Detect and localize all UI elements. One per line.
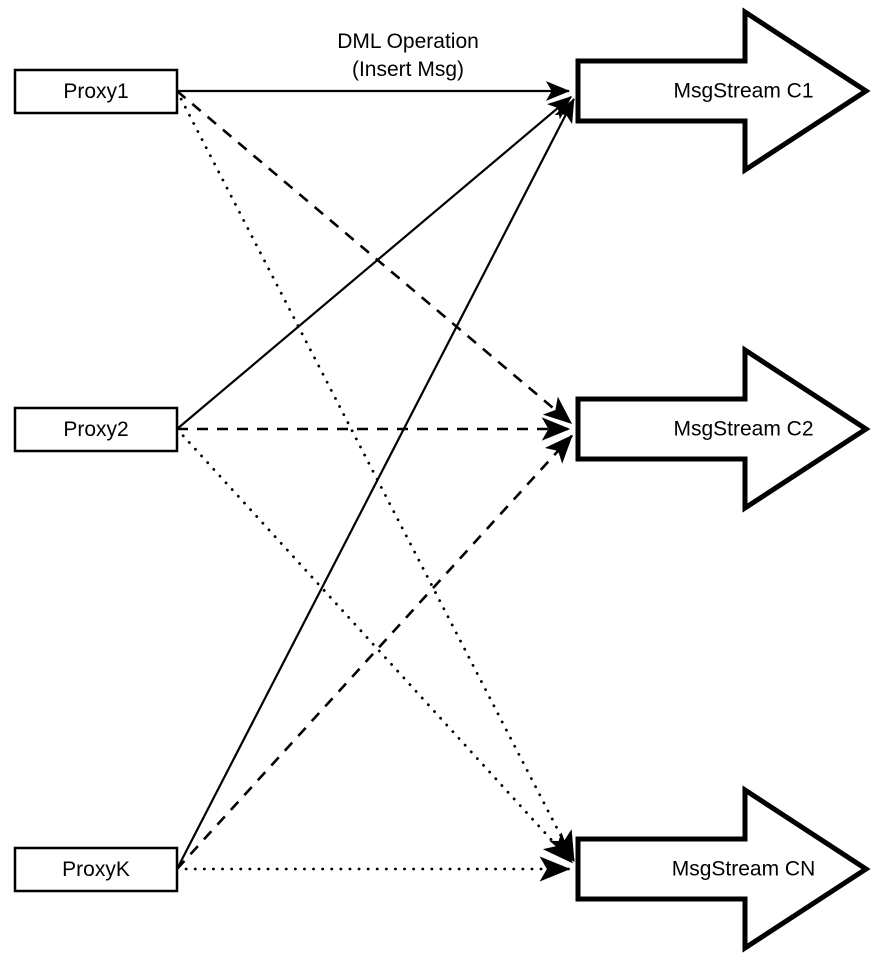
msgstream-label-c1: MsgStream C1 (673, 80, 813, 103)
proxy-label-proxy1: Proxy1 (63, 80, 128, 103)
msgstream-arrow-cn: MsgStream CN (575, 785, 871, 953)
msgstream-label-c2: MsgStream C2 (673, 418, 813, 441)
connection-proxy2-c1 (176, 95, 572, 430)
connection-proxy1-c2 (176, 90, 573, 425)
proxy-label-proxy2: Proxy2 (63, 418, 128, 441)
connection-proxy1-cn (175, 89, 576, 863)
proxy-node-proxy1[interactable]: Proxy1 (13, 68, 179, 115)
connection-edges (175, 81, 576, 882)
proxy-box-shape-proxy2[interactable] (13, 406, 179, 453)
proxy-node-proxyK[interactable]: ProxyK (13, 846, 179, 893)
proxy-node-proxy2[interactable]: Proxy2 (13, 406, 179, 453)
connection-proxyK-c2 (176, 434, 573, 870)
dml-operation-label-line1: DML Operation (337, 30, 479, 53)
proxy-box-shape-proxy1[interactable] (13, 68, 179, 115)
msgstream-arrow-c2: MsgStream C2 (575, 345, 871, 513)
msgstream-arrow-c1: MsgStream C1 (575, 7, 871, 175)
dml-operation-label: DML Operation (Insert Msg) (337, 30, 479, 81)
connection-proxyK-c1 (176, 98, 575, 870)
msgstream-arrow-shape-c1 (575, 7, 871, 175)
msgstream-label-cn: MsgStream CN (672, 858, 816, 881)
msgstream-arrow-shape-c2 (575, 345, 871, 513)
dml-operation-label-line2: (Insert Msg) (352, 58, 464, 81)
msgstream-arrow-shape-cn (575, 785, 871, 953)
proxy-label-proxyK: ProxyK (62, 858, 130, 881)
proxy-box-shape-proxyK[interactable] (13, 846, 179, 893)
msgstream-arrows: MsgStream C1 MsgStream C2 MsgStream CN (575, 7, 871, 953)
connection-proxy2-cn (175, 427, 574, 864)
